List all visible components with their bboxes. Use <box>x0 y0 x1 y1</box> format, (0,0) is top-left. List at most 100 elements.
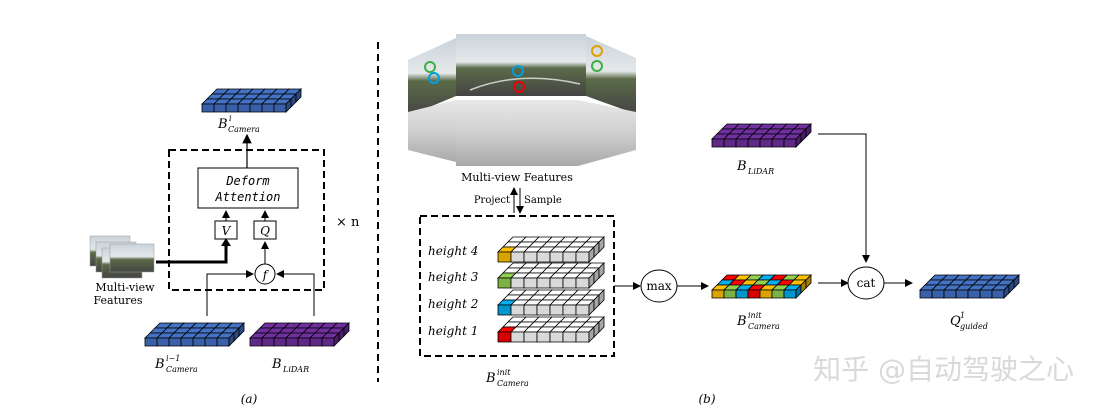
grid-front-cell <box>536 251 551 263</box>
watermark: 知乎 @自动驾驶之心 <box>813 353 1074 386</box>
panel-b: Multi-view Features Project Sample heigh… <box>408 34 1020 406</box>
grid-front-cell <box>575 277 590 289</box>
grid-front-cell <box>562 304 577 316</box>
grid-front-cell <box>735 138 749 148</box>
grid-front-cell <box>575 304 590 316</box>
attention-label: Attention <box>214 190 280 204</box>
prev-sub: Camera <box>166 365 198 374</box>
grid-side-cell <box>1013 274 1020 289</box>
height-layer-3 <box>497 262 605 289</box>
grid-front-cell <box>321 337 335 347</box>
cam-init-label: B <box>736 314 747 329</box>
grid-front-cell <box>523 331 538 343</box>
height-layer-4 <box>497 236 605 263</box>
grid-side-cell <box>295 88 302 103</box>
out-label: Q <box>950 314 961 329</box>
grid-front-cell <box>523 251 538 263</box>
lidar-label-b: B <box>736 159 747 174</box>
guided-query-grid <box>919 274 1020 299</box>
grid-front-cell <box>723 138 737 148</box>
grid-front-cell <box>759 138 773 148</box>
f-label: f <box>262 268 270 282</box>
grid-front-cell <box>309 337 323 347</box>
grid-side-cell <box>598 289 605 306</box>
grid-front-cell <box>536 277 551 289</box>
lidar-sub-b: LiDAR <box>747 167 774 176</box>
grid-front-cell <box>759 289 773 299</box>
grid-front-cell <box>497 277 512 289</box>
grid-front-cell <box>144 337 158 347</box>
grid-front-cell <box>549 304 564 316</box>
max-label: max <box>646 279 672 293</box>
grid-front-cell <box>216 337 230 347</box>
grid-front-cell <box>273 337 287 347</box>
output-label: B <box>217 117 228 132</box>
grid-front-cell <box>225 103 239 113</box>
grid-side-cell <box>598 236 605 253</box>
panel-a: B i Camera Deform Attention V Q f × n <box>89 88 360 406</box>
mv-features-label-b: Multi-view Features <box>461 171 573 184</box>
grid-front-cell <box>497 331 512 343</box>
grid-front-cell <box>979 289 993 299</box>
grid-front-cell <box>943 289 957 299</box>
grid-front-cell <box>919 289 933 299</box>
grid-side-cell <box>238 322 245 337</box>
grid-front-cell <box>549 251 564 263</box>
height-4-label: height 4 <box>428 244 478 258</box>
prev-label: B <box>154 357 165 372</box>
grid-front-cell <box>201 103 215 113</box>
cam-init-sub: Camera <box>748 322 780 331</box>
height-voxel-stack <box>497 236 605 343</box>
out-sub: guided <box>960 322 988 331</box>
grid-front-cell <box>711 138 725 148</box>
grid-front-cell <box>192 337 206 347</box>
grid-front-cell <box>510 331 525 343</box>
grid-front-cell <box>168 337 182 347</box>
grid-front-cell <box>204 337 218 347</box>
grid-front-cell <box>237 103 251 113</box>
lidar-grid-a <box>249 322 350 347</box>
grid-side-cell <box>805 123 812 138</box>
height-2-label: height 2 <box>428 297 478 311</box>
grid-side-cell <box>598 262 605 279</box>
grid-front-cell <box>562 331 577 343</box>
lidar-label-a: B <box>271 357 282 372</box>
grid-front-cell <box>297 337 311 347</box>
grid-front-cell <box>261 103 275 113</box>
grid-front-cell <box>783 289 797 299</box>
init-sub: Camera <box>497 379 529 388</box>
grid-front-cell <box>213 103 227 113</box>
grid-front-cell <box>523 304 538 316</box>
height-layer-1 <box>497 316 605 343</box>
grid-front-cell <box>747 289 761 299</box>
repeat-label: × n <box>336 215 360 230</box>
out-sup: 1 <box>960 311 965 320</box>
grid-front-cell <box>249 103 263 113</box>
deform-label: Deform <box>225 174 269 188</box>
grid-front-cell <box>536 304 551 316</box>
grid-front-cell <box>967 289 981 299</box>
grid-front-cell <box>536 331 551 343</box>
grid-front-cell <box>510 304 525 316</box>
grid-front-cell <box>747 138 761 148</box>
cam-init-sup: init <box>748 311 762 320</box>
grid-front-cell <box>955 289 969 299</box>
grid-front-cell <box>285 337 299 347</box>
output-sup: i <box>229 114 232 123</box>
caption-a: (a) <box>241 392 258 406</box>
grid-front-cell <box>575 251 590 263</box>
grid-front-cell <box>931 289 945 299</box>
height-3-label: height 3 <box>428 270 479 284</box>
grid-front-cell <box>497 304 512 316</box>
mv-features-line2: Features <box>93 294 142 307</box>
height-layer-2 <box>497 289 605 316</box>
cat-label: cat <box>857 276 876 290</box>
init-label: B <box>485 371 496 386</box>
grid-front-cell <box>497 251 512 263</box>
grid-front-cell <box>549 331 564 343</box>
init-sup: init <box>497 368 511 377</box>
camera-init-grid <box>711 274 812 299</box>
multi-view-thumbnails <box>89 235 155 279</box>
grid-front-cell <box>991 289 1005 299</box>
